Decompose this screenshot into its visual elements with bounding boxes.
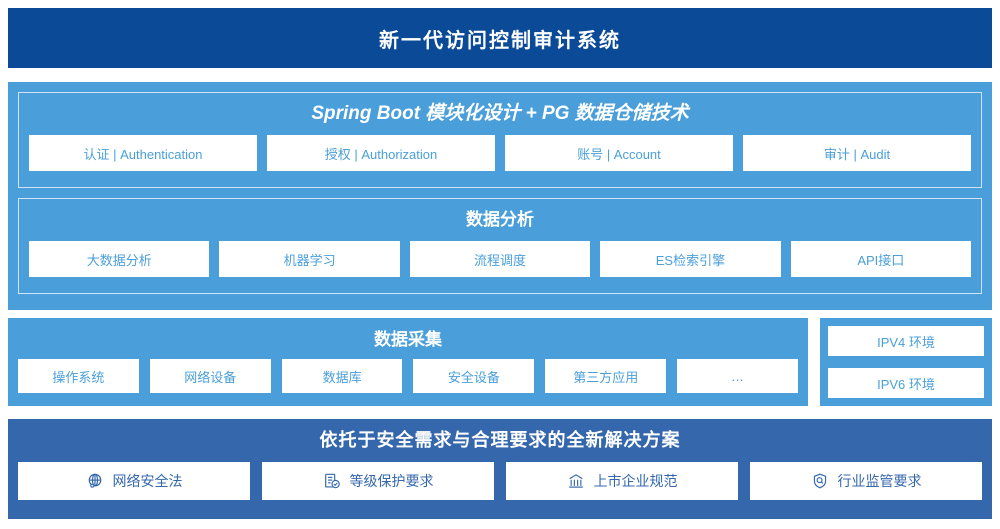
architecture-core-group: Spring Boot 模块化设计 + PG 数据仓储技术 认证 | Authe… bbox=[18, 92, 982, 188]
compliance-title: 依托于安全需求与合理要求的全新解决方案 bbox=[319, 430, 681, 450]
module-card-authorization[interactable]: 授权 | Authorization bbox=[267, 135, 495, 171]
architecture-analytics-items: 大数据分析 机器学习 流程调度 ES检索引擎 API接口 bbox=[19, 241, 981, 277]
compliance-card-label: 等级保护要求 bbox=[349, 473, 434, 489]
source-card-operating-system[interactable]: 操作系统 bbox=[18, 359, 139, 393]
data-collection-panel: 数据采集 操作系统 网络设备 数据库 安全设备 第三方应用 … bbox=[8, 318, 808, 406]
compliance-card-cybersecurity-law[interactable]: 网络安全法 bbox=[18, 462, 250, 500]
data-collection-items: 操作系统 网络设备 数据库 安全设备 第三方应用 … bbox=[18, 359, 798, 393]
environment-panel: IPV4 环境 IPV6 环境 bbox=[820, 318, 992, 406]
document-check-icon bbox=[323, 472, 341, 490]
architecture-analytics-title: 数据分析 bbox=[466, 210, 534, 229]
compliance-card-listed-company[interactable]: 上市企业规范 bbox=[506, 462, 738, 500]
source-card-third-party-app[interactable]: 第三方应用 bbox=[545, 359, 667, 393]
globe-icon bbox=[86, 472, 104, 490]
source-card-database[interactable]: 数据库 bbox=[281, 359, 403, 393]
source-card-network-device[interactable]: 网络设备 bbox=[149, 359, 271, 393]
architecture-core-title: Spring Boot 模块化设计 + PG 数据仓储技术 bbox=[311, 103, 689, 124]
data-collection-title: 数据采集 bbox=[374, 330, 442, 349]
environment-card-ipv6[interactable]: IPV6 环境 bbox=[828, 368, 984, 398]
analytics-card-process-scheduling[interactable]: 流程调度 bbox=[409, 241, 591, 277]
compliance-card-label: 网络安全法 bbox=[112, 473, 183, 489]
architecture-analytics-group: 数据分析 大数据分析 机器学习 流程调度 ES检索引擎 API接口 bbox=[18, 198, 982, 294]
shield-search-icon bbox=[811, 472, 829, 490]
analytics-card-bigdata[interactable]: 大数据分析 bbox=[29, 241, 210, 277]
analytics-card-machine-learning[interactable]: 机器学习 bbox=[219, 241, 400, 277]
bank-building-icon bbox=[567, 472, 585, 490]
compliance-card-industry-regulation[interactable]: 行业监管要求 bbox=[750, 462, 982, 500]
compliance-items: 网络安全法 等级保护要求 bbox=[18, 462, 982, 500]
architecture-core-items: 认证 | Authentication 授权 | Authorization 账… bbox=[19, 135, 981, 171]
compliance-inner: 依托于安全需求与合理要求的全新解决方案 网络安全法 bbox=[18, 428, 982, 510]
module-card-authentication[interactable]: 认证 | Authentication bbox=[29, 135, 257, 171]
source-card-security-device[interactable]: 安全设备 bbox=[413, 359, 535, 393]
page-header: 新一代访问控制审计系统 bbox=[8, 8, 992, 68]
analytics-card-api[interactable]: API接口 bbox=[790, 241, 972, 277]
module-card-audit[interactable]: 审计 | Audit bbox=[743, 135, 971, 171]
architecture-panel: Spring Boot 模块化设计 + PG 数据仓储技术 认证 | Authe… bbox=[8, 82, 992, 310]
compliance-card-label: 上市企业规范 bbox=[593, 473, 678, 489]
page-title: 新一代访问控制审计系统 bbox=[379, 29, 621, 52]
source-card-more[interactable]: … bbox=[677, 359, 798, 393]
compliance-panel: 依托于安全需求与合理要求的全新解决方案 网络安全法 bbox=[8, 419, 992, 519]
environment-inner: IPV4 环境 IPV6 环境 bbox=[828, 326, 984, 398]
module-card-account[interactable]: 账号 | Account bbox=[505, 135, 733, 171]
compliance-card-classified-protection[interactable]: 等级保护要求 bbox=[262, 462, 494, 500]
compliance-card-label: 行业监管要求 bbox=[837, 473, 922, 489]
data-collection-inner: 数据采集 操作系统 网络设备 数据库 安全设备 第三方应用 … bbox=[18, 327, 798, 397]
environment-card-ipv4[interactable]: IPV4 环境 bbox=[828, 326, 984, 356]
analytics-card-es-search[interactable]: ES检索引擎 bbox=[600, 241, 781, 277]
